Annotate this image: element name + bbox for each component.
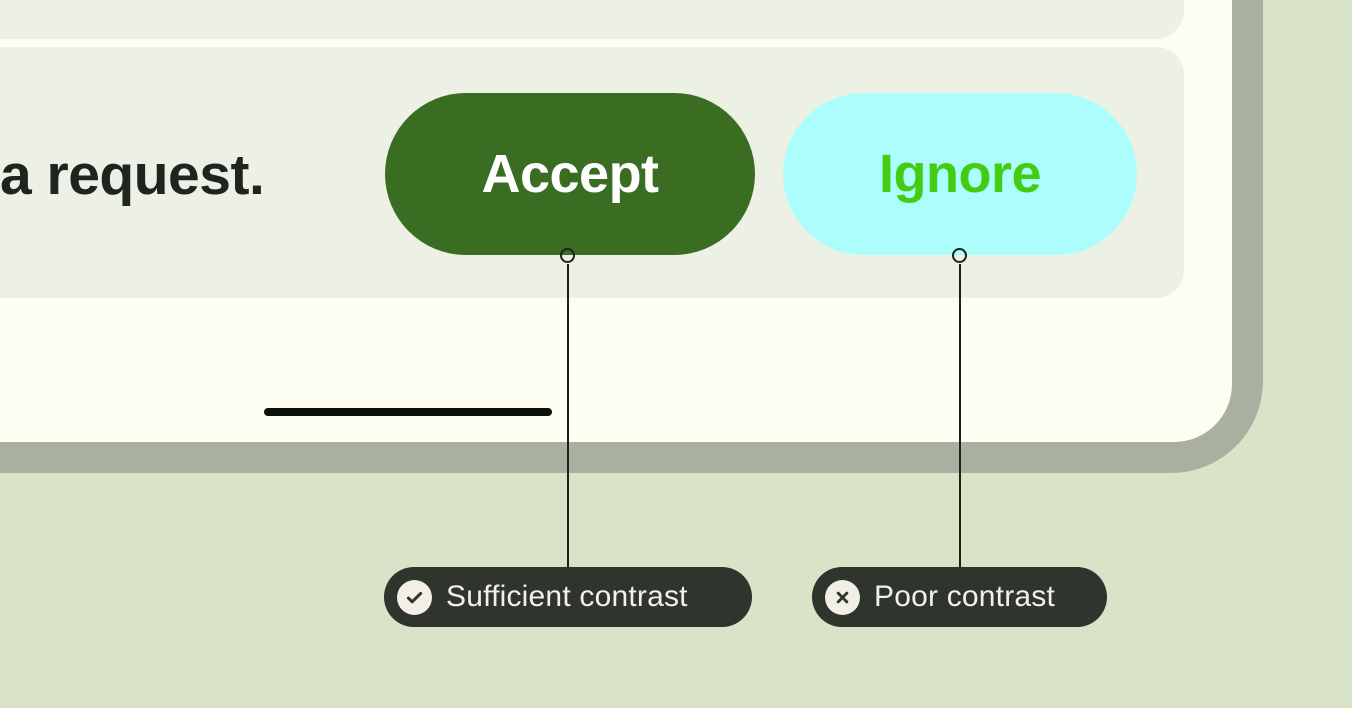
notification-card: a request. Accept Ignore: [0, 47, 1184, 298]
home-indicator: [264, 408, 552, 416]
connector-line-accept: [567, 264, 569, 567]
connector-line-ignore: [959, 264, 961, 567]
notification-card-top: [0, 0, 1184, 39]
ignore-button[interactable]: Ignore: [783, 93, 1137, 255]
notification-message: a request.: [0, 143, 265, 207]
callout-label-poor: Poor contrast: [874, 580, 1056, 613]
x-icon: [825, 579, 860, 615]
callout-label-sufficient: Sufficient contrast: [446, 580, 688, 613]
callout-sufficient-contrast: Sufficient contrast: [384, 567, 752, 627]
check-icon: [397, 579, 432, 615]
connector-dot-accept: [560, 248, 575, 263]
callout-poor-contrast: Poor contrast: [812, 567, 1107, 627]
connector-dot-ignore: [952, 248, 967, 263]
accept-button[interactable]: Accept: [385, 93, 755, 255]
